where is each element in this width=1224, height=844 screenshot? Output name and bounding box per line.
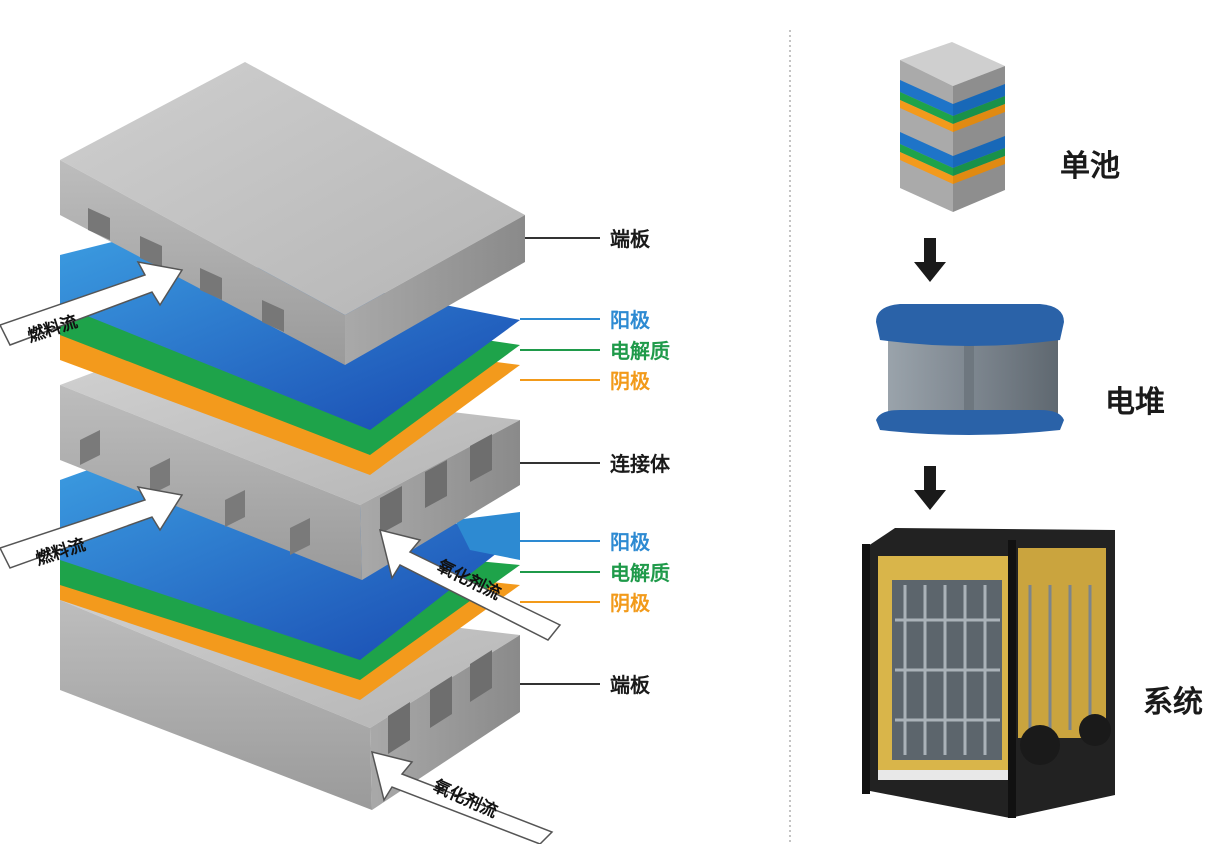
system-icon [862,528,1115,818]
label-end-plate-bottom: 端板 [610,673,651,697]
label-interconnect: 连接体 [610,452,671,476]
arrow-down-1 [914,238,946,282]
label-anode-2: 阳极 [610,530,651,554]
label-anode-1: 阳极 [610,308,651,332]
label-cell: 单池 [1060,149,1120,184]
label-end-plate-top: 端板 [610,227,651,251]
end-plate-top [60,62,525,365]
label-cathode-2: 阴极 [610,591,651,615]
label-electrolyte-2: 电解质 [610,561,670,585]
arrow-down-2 [914,466,946,510]
label-electrolyte-1: 电解质 [610,339,670,363]
fuel-flow-arrow-2: 燃料流 [0,485,184,570]
exploded-stack: 燃料流 燃料流 氧化剂流 氧化剂流 端板 阳极 [0,62,671,844]
hierarchy-panel: 单池 电堆 [862,42,1203,818]
oxidant-flow-arrow-2: 氧化剂流 [370,750,554,844]
label-cathode-1: 阴极 [610,369,651,393]
stack-icon [876,304,1064,435]
single-cell-icon [900,42,1005,212]
label-system: 系统 [1143,685,1203,720]
label-stack: 电堆 [1105,385,1165,420]
leader-lines [520,237,600,685]
